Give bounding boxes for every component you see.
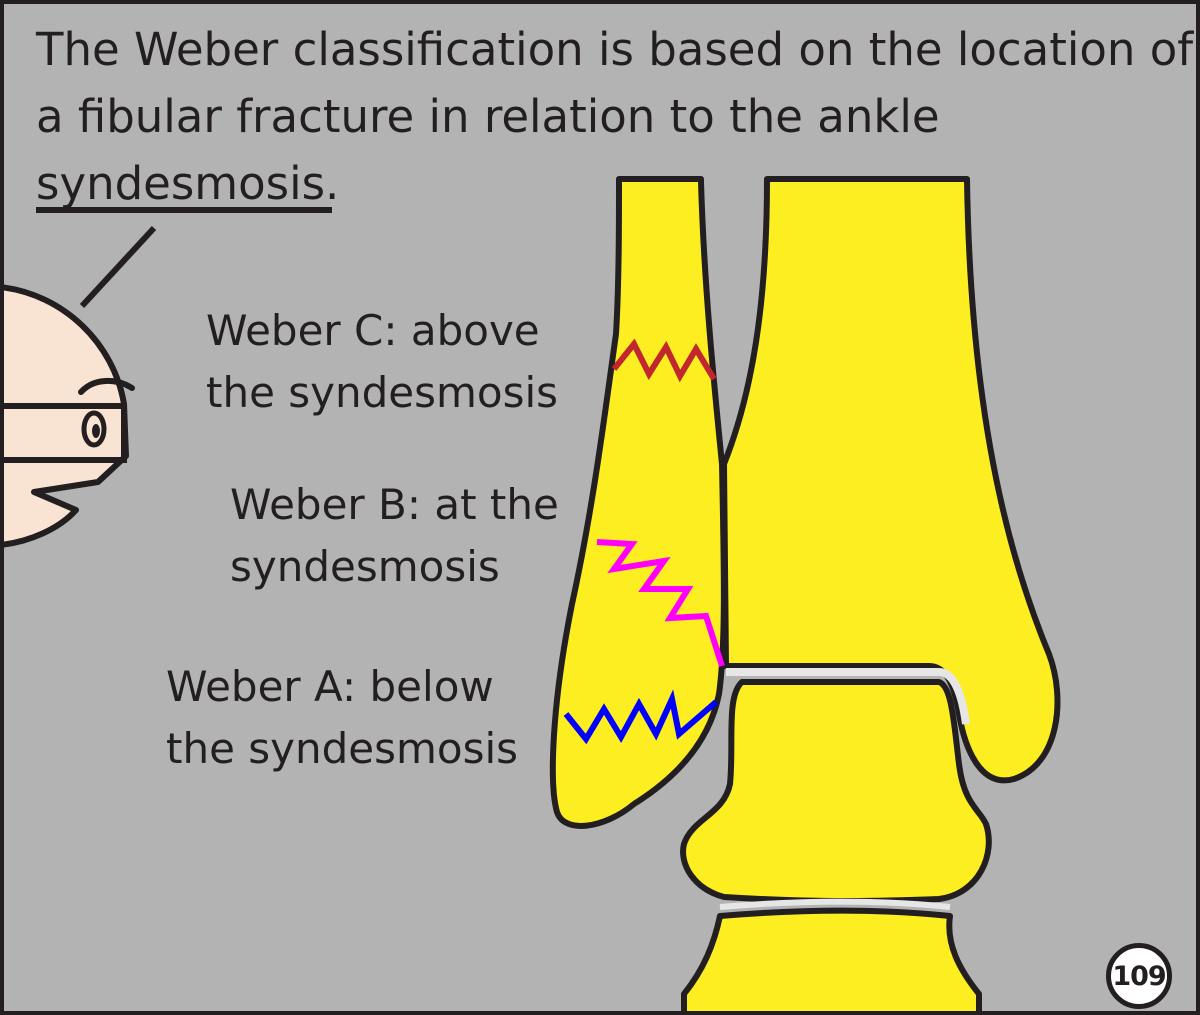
caption-line-1: The Weber classification is based on the… [36, 23, 1194, 76]
narrator-head [4, 284, 129, 548]
subtalar-joint-space [719, 898, 951, 910]
tibia [721, 176, 1061, 784]
weber-b-label: Weber B: at the syndesmosis [230, 474, 559, 598]
eye-icon [81, 410, 107, 448]
weber-a-label-line-1: Weber A: below [166, 662, 494, 711]
caption-line-3: syndesmosis. [36, 157, 340, 210]
narrator-character [4, 284, 135, 548]
glasses [4, 403, 127, 463]
fracture-line-weber-c [611, 338, 717, 383]
weber-b-label-line-1: Weber B: at the [230, 480, 559, 529]
page-number-badge: 109 [1106, 943, 1172, 1009]
caption-text: The Weber classification is based on the… [36, 16, 1193, 217]
weber-a-label-line-2: the syndesmosis [166, 724, 519, 773]
weber-a-label: Weber A: below the syndesmosis [166, 656, 518, 780]
weber-c-label-line-2: the syndesmosis [206, 368, 559, 417]
weber-c-label-line-1: Weber C: above [206, 306, 540, 355]
caption-line-2: a fibular fracture in relation to the an… [36, 90, 940, 143]
talus [680, 679, 992, 905]
eyebrow [78, 378, 135, 395]
fracture-line-weber-a [563, 689, 718, 745]
fibula [549, 176, 727, 829]
ankle-joint-space [726, 668, 970, 725]
ankle-illustration [4, 176, 1061, 1011]
calcaneus [681, 907, 982, 1011]
weber-c-label: Weber C: above the syndesmosis [206, 300, 558, 424]
page-number: 109 [1112, 960, 1166, 992]
fracture-line-weber-b [596, 539, 725, 667]
weber-b-label-line-2: syndesmosis [230, 542, 500, 591]
speech-pointer [79, 225, 157, 309]
